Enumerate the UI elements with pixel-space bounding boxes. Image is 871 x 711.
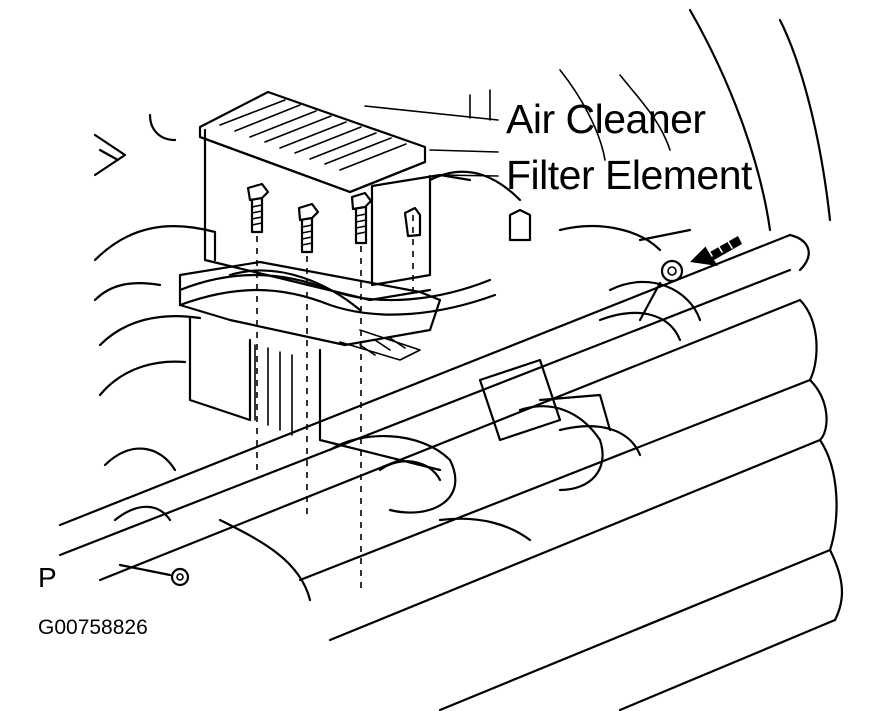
bolt-3 — [350, 191, 373, 245]
label-leaders — [364, 105, 499, 177]
view-code-label: P — [38, 562, 57, 593]
bolt-1 — [246, 182, 270, 234]
air-filter-element — [198, 90, 427, 194]
left-side-parts — [93, 113, 190, 587]
air-cleaner-label: Air Cleaner — [506, 96, 706, 142]
bolt-2 — [297, 202, 320, 254]
upper-parts — [403, 89, 692, 252]
figure-id-label: G00758826 — [38, 616, 148, 639]
arrow-indicator-icon — [690, 236, 742, 266]
fender-outline — [559, 8, 832, 232]
radiator-support — [58, 233, 844, 711]
lower-components — [218, 280, 702, 602]
filter-element-label: Filter Element — [506, 152, 752, 198]
hose-clamp — [638, 259, 684, 322]
intake-hoses — [93, 170, 522, 397]
